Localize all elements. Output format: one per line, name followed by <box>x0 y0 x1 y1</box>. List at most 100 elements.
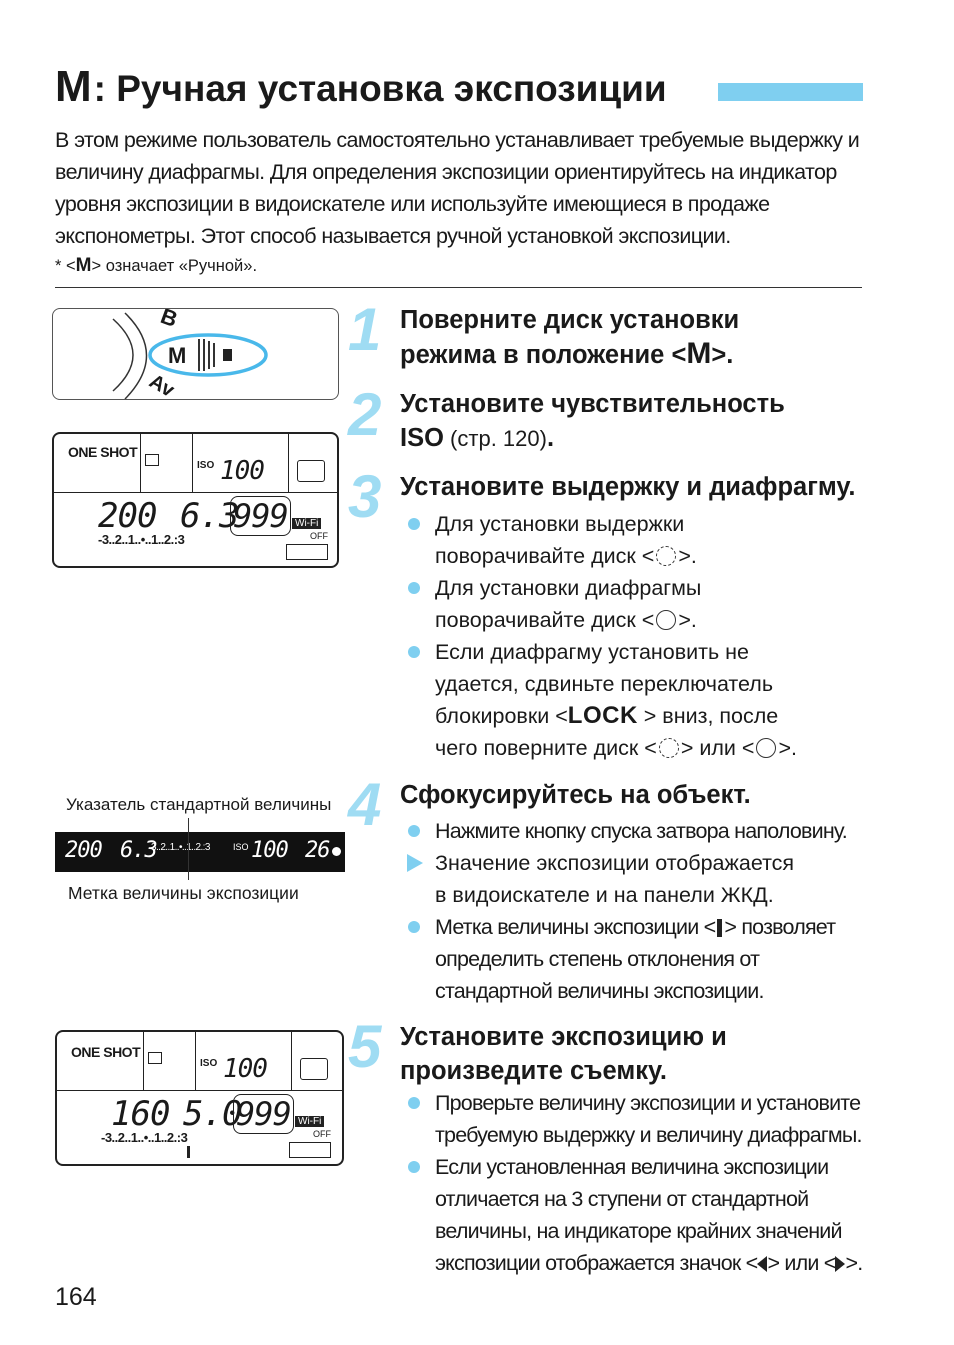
page-title: M: Ручная установка экспозиции <box>55 62 667 112</box>
bullet-line: > вниз, после <box>637 704 779 728</box>
wifi-label: Wi-Fi <box>292 518 322 529</box>
right-arrow-icon <box>835 1256 846 1272</box>
main-dial-icon <box>658 738 679 758</box>
step-3-heading: Установите выдержку и диафрагму. <box>400 473 856 501</box>
viewfinder-display: 200 6.3 3..2..1..•..1..2.:3 ISO 100 26 <box>55 832 345 872</box>
step-2-heading: Установите чувствительность ISO (стр. 12… <box>400 387 785 456</box>
step-5-bullet-1: Проверьте величину экспозиции и установи… <box>408 1087 863 1151</box>
bullet-dot-icon <box>408 825 420 837</box>
bullet-line: экспозиции отображается значок < <box>435 1251 758 1275</box>
bullet-line: Метка величины экспозиции < <box>435 915 716 939</box>
exposure-scale: -3..2..1..•..1..2.:3 <box>98 532 185 547</box>
intro-paragraph: В этом режиме пользователь самостоятельн… <box>55 128 860 248</box>
shots-value: 999 <box>230 496 291 536</box>
bullet-dot-icon <box>408 582 420 594</box>
title-text: : Ручная установка экспозиции <box>93 68 667 109</box>
bullet-line: Если установленная величина экспозиции <box>435 1155 829 1179</box>
bullet-end: >. <box>678 608 697 632</box>
shutter-value: 160 <box>111 1094 170 1134</box>
vf-iso: 100 <box>251 838 289 863</box>
af-mode: ONE SHOT <box>71 1044 141 1060</box>
bullet-line: требуемую выдержку и величину диафрагмы. <box>435 1123 863 1147</box>
bullet-line: величины, на индикаторе крайних значений <box>435 1219 843 1243</box>
bullet-line: Для установки диафрагмы <box>435 576 702 600</box>
step-5-heading: Установите экспозицию и произведите съем… <box>400 1020 727 1088</box>
bullet-line: отличается на 3 ступени от стандартной <box>435 1187 809 1211</box>
shots-value: 999 <box>233 1094 294 1134</box>
exposure-mark-label: Метка величины экспозиции <box>68 883 299 903</box>
step-1-heading-text: режима в положение < <box>400 341 687 369</box>
drive-icon <box>145 454 159 466</box>
exposure-scale: -3..2..1..•..1..2.:3 <box>101 1130 188 1145</box>
vf-shots: 26 <box>305 838 330 863</box>
vf-shutter: 200 <box>65 838 103 863</box>
bullet-line: в видоискателе и на панели ЖКД. <box>435 883 774 907</box>
divider <box>55 287 862 288</box>
step-1-heading-line2: режима в положение <M>. <box>400 337 739 372</box>
shutter-value: 200 <box>98 496 157 536</box>
title-accent-bar <box>718 83 863 101</box>
bullet-line: стандартной величины экспозиции. <box>435 979 764 1003</box>
exposure-level-mark <box>187 1146 190 1158</box>
bullet-line: поворачивайте диск < <box>435 608 655 632</box>
left-arrow-icon <box>757 1256 768 1272</box>
drive-icon <box>148 1052 162 1064</box>
step-5-bullet-2: Если установленная величина экспозиции о… <box>408 1151 863 1279</box>
bullet-line: поворачивайте диск < <box>435 544 655 568</box>
quick-control-dial-icon <box>656 610 677 630</box>
bullet-dot-icon <box>408 646 420 658</box>
step-3-bullet-1: Для установки выдержки поворачивайте дис… <box>408 508 697 572</box>
step-3-number: 3 <box>348 463 382 530</box>
footnote-mode: M <box>75 255 92 276</box>
step-4-bullet-2: Значение экспозиции отображается в видои… <box>407 847 795 911</box>
step-4-number: 4 <box>348 771 382 838</box>
footnote-suffix: > означает «Ручной». <box>91 257 258 275</box>
step-2-iso: ISO <box>400 424 444 452</box>
step-1-heading: Поверните диск установки режима в положе… <box>400 303 739 372</box>
bullet-line: удается, сдвиньте переключатель <box>435 672 774 696</box>
battery-icon <box>286 544 328 560</box>
bullet-line: чего поверните диск < <box>435 736 657 760</box>
step-2-heading-line1: Установите чувствительность <box>400 390 785 418</box>
step-3-bullet-3: Если диафрагму установить не удается, сд… <box>408 636 797 764</box>
step-5-heading-line2: произведите съемку. <box>400 1057 667 1085</box>
af-mode: ONE SHOT <box>68 444 138 460</box>
bullet-line: Если диафрагму установить не <box>435 640 750 664</box>
footnote: * <M> означает «Ручной». <box>55 255 257 277</box>
result-arrow-icon <box>407 854 423 872</box>
step-1-mode: M <box>686 337 712 370</box>
lock-label: LOCK <box>567 702 638 729</box>
lcd-panel-2: ONE SHOT ISO 100 160 5.0 999 Wi-Fi OFF -… <box>55 1030 344 1166</box>
dial-m: M <box>168 343 187 368</box>
bullet-dot-icon <box>408 1097 420 1109</box>
step-2-heading-line2: ISO (стр. 120). <box>400 421 785 456</box>
wifi-label: Wi-Fi <box>295 1116 325 1127</box>
bullet-dot-icon <box>408 518 420 530</box>
bullet-line: Нажмите кнопку спуска затвора наполовину… <box>435 819 848 843</box>
step-2-end: . <box>546 424 555 452</box>
step-4-heading: Сфокусируйтесь на объект. <box>400 781 751 809</box>
focus-dot-icon <box>332 847 341 856</box>
bullet-line: > позволяет <box>724 915 836 939</box>
main-dial-icon <box>656 546 677 566</box>
step-3-bullet-2: Для установки диафрагмы поворачивайте ди… <box>408 572 702 636</box>
bullet-dot-icon <box>408 1161 420 1173</box>
bullet-line: определить степень отклонения от <box>435 947 760 971</box>
bullet-line: блокировки < <box>435 704 568 728</box>
bullet-line: Значение экспозиции отображается <box>435 851 795 875</box>
mode-letter: M <box>55 62 92 111</box>
step-5-number: 5 <box>348 1013 382 1080</box>
bullet-end: >. <box>845 1251 863 1275</box>
pointer-line <box>188 818 189 880</box>
exposure-mark-icon <box>717 919 723 937</box>
step-1-number: 1 <box>348 296 382 363</box>
bullet-line: > или < <box>680 736 755 760</box>
quick-control-dial-icon <box>756 738 777 758</box>
page-number: 164 <box>55 1283 97 1311</box>
wifi-off-label: OFF <box>310 531 328 541</box>
iso-label: ISO <box>197 460 215 471</box>
bullet-end: >. <box>778 736 797 760</box>
mode-dial-illustration: B M Av <box>52 308 339 400</box>
aperture-value: 5.0 <box>183 1094 242 1134</box>
bullet-line: Проверьте величину экспозиции и установи… <box>435 1091 861 1115</box>
